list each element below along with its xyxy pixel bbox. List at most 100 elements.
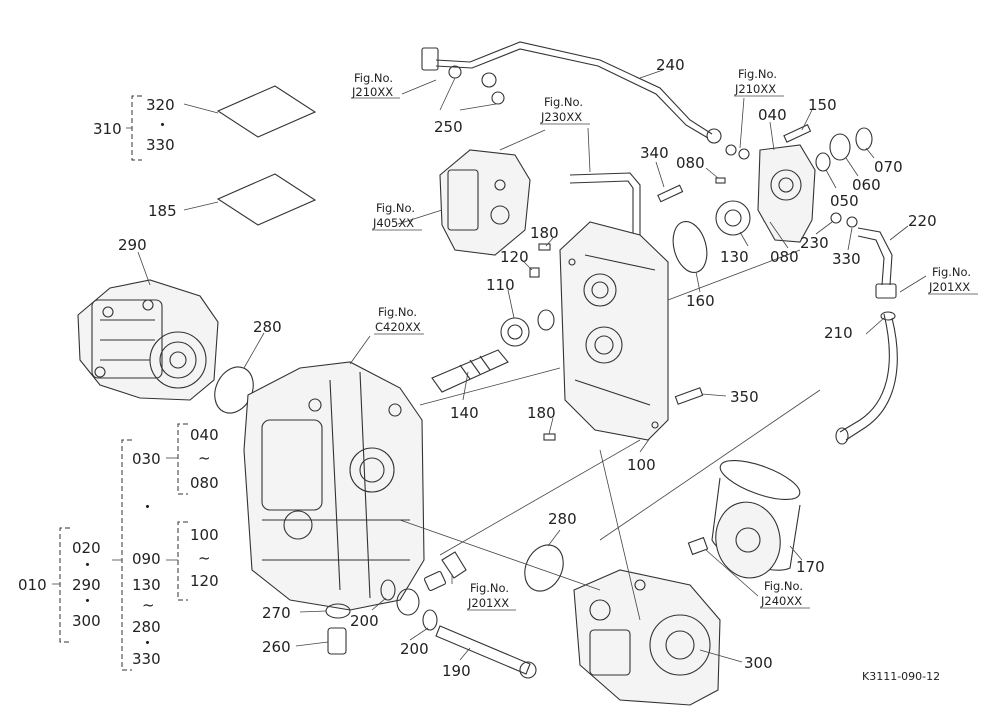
callout-230: 230	[800, 234, 829, 252]
callout-100: 100	[190, 526, 219, 544]
callout-170: 170	[796, 558, 825, 576]
callout-330: 330	[832, 250, 861, 268]
figure-references: Fig.No. J210XX Fig.No. J230XX Fig.No. J2…	[351, 67, 971, 610]
callout-300: 300	[72, 612, 101, 630]
o-ring-160	[672, 220, 708, 274]
shaft-140	[431, 349, 509, 393]
callout-180: 180	[527, 404, 556, 422]
washer-250-a	[448, 65, 462, 79]
ring-230	[830, 212, 842, 224]
callout-090: 090	[132, 550, 161, 568]
fig-ref-j201xx: J201XX	[928, 280, 970, 294]
bolt-150	[783, 124, 812, 143]
fig-underlines	[351, 95, 978, 611]
control-valve	[439, 149, 531, 256]
fig-ref-label: Fig.No.	[470, 581, 509, 595]
callout-290: 290	[118, 236, 147, 254]
callout-340: 340	[640, 144, 669, 162]
charge-pump-130	[715, 200, 751, 236]
callout-120: 120	[190, 572, 219, 590]
callout-260: 260	[262, 638, 291, 656]
callout-080: 080	[770, 248, 799, 266]
suction-pipe	[569, 172, 641, 250]
callout-140: 140	[450, 404, 479, 422]
callout-110: 110	[486, 276, 515, 294]
pump-unit-290	[77, 279, 219, 401]
callout-220: 220	[908, 212, 937, 230]
callout-150: 150	[808, 96, 837, 114]
seal-070	[855, 127, 873, 151]
bearing-collar	[396, 588, 420, 616]
callout-250: 250	[434, 118, 463, 136]
bracket-dot: ・	[80, 592, 95, 610]
fig-ref-j240xx: J240XX	[760, 594, 802, 608]
pin-080-a	[715, 177, 726, 184]
fig-ref-label: Fig.No.	[378, 305, 417, 319]
callout-030: 030	[132, 450, 161, 468]
drawing-code: K3111-090-12	[862, 670, 940, 683]
fig-ref-j201xx: J201XX	[467, 596, 509, 610]
callout-130: 130	[132, 576, 161, 594]
washer-j210-a	[725, 144, 737, 156]
bracket-dot: ・	[140, 634, 155, 652]
collar	[423, 570, 447, 592]
bolt-190	[435, 625, 537, 679]
o-ring-280-right	[524, 544, 564, 592]
nipple-j240	[687, 536, 709, 556]
callout-190: 190	[442, 662, 471, 680]
elbow-fitting	[441, 551, 467, 579]
bracket-tilde: ~	[142, 596, 155, 614]
callout-300: 300	[744, 654, 773, 672]
seal-110	[537, 309, 555, 331]
callout-080: 080	[676, 154, 705, 172]
bracket-tilde: ~	[198, 449, 211, 467]
callout-320: 320	[146, 96, 175, 114]
seal-050	[815, 152, 831, 172]
callout-200: 200	[350, 612, 379, 630]
pipe-240	[421, 41, 722, 144]
callout-280: 280	[253, 318, 282, 336]
fig-ref-j210xx: J210XX	[734, 82, 776, 96]
seal-060	[829, 133, 851, 161]
pin-180-b	[543, 433, 556, 441]
callout-210: 210	[824, 324, 853, 342]
callout-100: 100	[627, 456, 656, 474]
fig-ref-label: Fig.No.	[738, 67, 777, 81]
callout-060: 060	[852, 176, 881, 194]
callout-130: 130	[720, 248, 749, 266]
washer-j210-b	[738, 148, 750, 160]
motor-unit-300	[573, 569, 721, 706]
fig-ref-label: Fig.No.	[376, 201, 415, 215]
callout-080: 080	[190, 474, 219, 492]
callout-280: 280	[548, 510, 577, 528]
callout-040: 040	[758, 106, 787, 124]
fig-ref-j210xx: J210XX	[351, 85, 393, 99]
callout-270: 270	[262, 604, 291, 622]
pump-housing-040	[757, 144, 816, 243]
bearing-110	[500, 317, 530, 347]
oil-filter-170	[711, 459, 801, 579]
bracket-tilde: ~	[198, 549, 211, 567]
callout-290: 290	[72, 576, 101, 594]
leader-lines	[137, 69, 927, 663]
callout-330: 330	[132, 650, 161, 668]
callout-010: 010	[18, 576, 47, 594]
hose-clamp	[875, 283, 897, 299]
callout-185: 185	[148, 202, 177, 220]
o-ring-200-a	[380, 579, 396, 601]
fig-ref-label: Fig.No.	[932, 265, 971, 279]
fig-ref-label: Fig.No.	[764, 579, 803, 593]
fig-ref-j405xx: J405XX	[372, 216, 414, 230]
bolt-340	[657, 184, 684, 203]
callout-180: 180	[530, 224, 559, 242]
callout-200: 200	[400, 640, 429, 658]
center-plate-100	[559, 221, 669, 441]
pin-180-a	[538, 243, 551, 251]
plug-120	[529, 267, 540, 278]
callout-050: 050	[830, 192, 859, 210]
label-sheet-185	[216, 173, 317, 226]
label-sheet-320-330	[216, 85, 317, 138]
plug-260	[327, 627, 347, 655]
bracket-dot: ・	[155, 116, 170, 134]
